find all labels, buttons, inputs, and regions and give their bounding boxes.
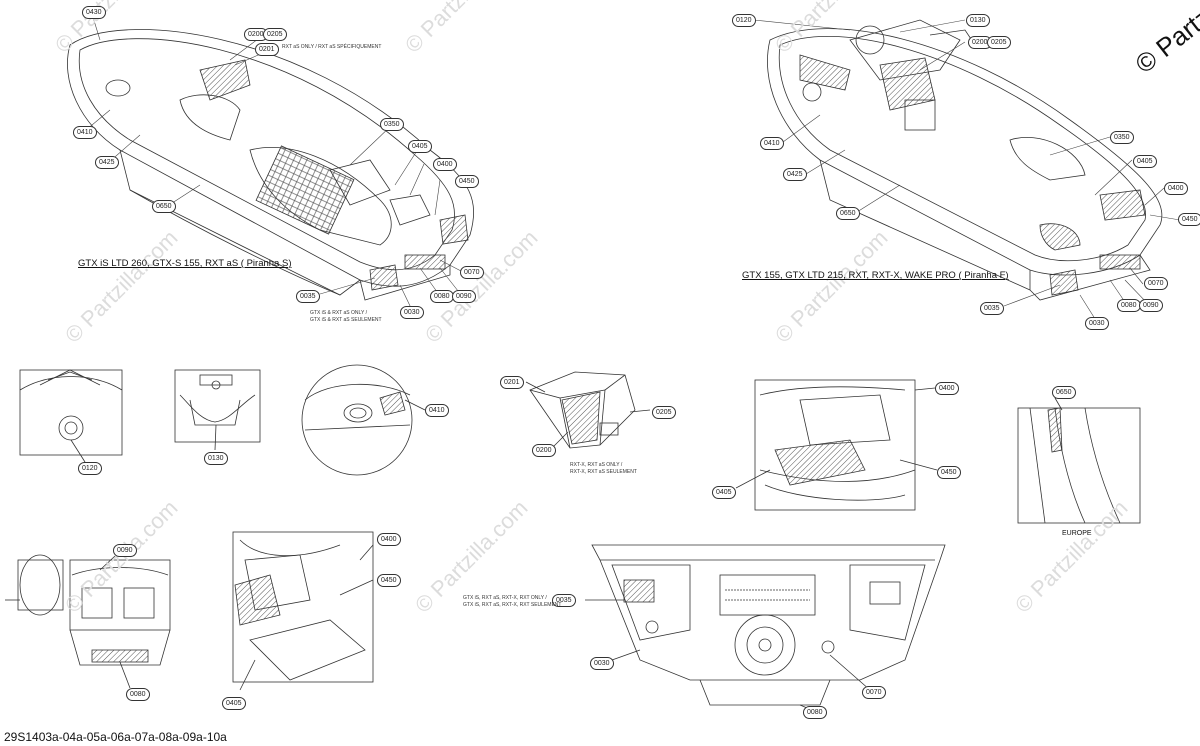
callout-0030[interactable]: 0030 — [1085, 317, 1109, 330]
detail-callout-0650[interactable]: 0650 — [1052, 386, 1076, 399]
hull-right-title: GTX 155, GTX LTD 215, RXT, RXT-X, WAKE P… — [742, 270, 1009, 281]
detail-callout-0450-lower[interactable]: 0450 — [377, 574, 401, 587]
callout-0035[interactable]: 0035 — [980, 302, 1004, 315]
callout-0200[interactable]: 0200 — [244, 28, 268, 41]
callout-0400[interactable]: 0400 — [1164, 182, 1188, 195]
callout-0070[interactable]: 0070 — [460, 266, 484, 279]
callout-0205[interactable]: 0205 — [263, 28, 287, 41]
callout-0400[interactable]: 0400 — [433, 158, 457, 171]
detail-footwell — [232, 531, 374, 691]
callout-0430[interactable]: 0430 — [82, 6, 106, 19]
detail-callout-0090[interactable]: 0090 — [113, 544, 137, 557]
hull-left-note-bottom-1: GTX iS & RXT aS ONLY / — [310, 310, 367, 316]
callout-0425[interactable]: 0425 — [95, 156, 119, 169]
detail-callout-0035[interactable]: 0035 — [552, 594, 576, 607]
callout-0425[interactable]: 0425 — [783, 168, 807, 181]
hull-left-note-bottom-2: GTX iS & RXT aS SEULEMENT — [310, 317, 382, 323]
detail-callout-0201[interactable]: 0201 — [500, 376, 524, 389]
detail-callout-0080-rear[interactable]: 0080 — [803, 706, 827, 719]
detail-callout-0450[interactable]: 0450 — [937, 466, 961, 479]
callout-0080[interactable]: 0080 — [1117, 299, 1141, 312]
callout-0350[interactable]: 0350 — [380, 118, 404, 131]
callout-0030[interactable]: 0030 — [400, 306, 424, 319]
hull-left-note-top: RXT aS ONLY / RXT aS SPÉCIFIQUEMENT — [282, 44, 382, 50]
detail-0120 — [19, 369, 123, 463]
detail-callout-0080[interactable]: 0080 — [126, 688, 150, 701]
callout-0070[interactable]: 0070 — [1144, 277, 1168, 290]
hull-left-title: GTX iS LTD 260, GTX-S 155, RXT aS ( Pira… — [78, 258, 292, 269]
europe-label: EUROPE — [1062, 530, 1092, 537]
callout-0350[interactable]: 0350 — [1110, 131, 1134, 144]
detail-callout-0405[interactable]: 0405 — [712, 486, 736, 499]
rear-note-1: GTX iS, RXT aS, RXT-X, RXT ONLY / — [463, 595, 547, 601]
rear-note-2: GTX iS, RXT aS, RXT-X, RXT SEULEMENT — [463, 602, 562, 608]
callout-0450[interactable]: 0450 — [1178, 213, 1200, 226]
hull-left-drawing — [67, 29, 474, 301]
detail-0130 — [174, 369, 261, 451]
callout-0205[interactable]: 0205 — [987, 36, 1011, 49]
hull-right-leaders — [753, 19, 1181, 323]
footer-code: 29S1403a-04a-05a-06a-07a-08a-09a-10a — [4, 730, 227, 744]
callout-0405[interactable]: 0405 — [408, 140, 432, 153]
callout-0080[interactable]: 0080 — [430, 290, 454, 303]
detail-callout-0400-lower[interactable]: 0400 — [377, 533, 401, 546]
callout-0090[interactable]: 0090 — [452, 290, 476, 303]
detail-callout-0400[interactable]: 0400 — [935, 382, 959, 395]
detail-callout-0405-lower[interactable]: 0405 — [222, 697, 246, 710]
callout-0201[interactable]: 0201 — [255, 43, 279, 56]
detail-europe — [1017, 397, 1141, 524]
callout-0450[interactable]: 0450 — [455, 175, 479, 188]
detail-rear — [585, 544, 946, 711]
callout-0650[interactable]: 0650 — [152, 200, 176, 213]
detail-callout-0200[interactable]: 0200 — [532, 444, 556, 457]
callout-0410[interactable]: 0410 — [73, 126, 97, 139]
glovebox-note-1: RXT-X, RXT aS ONLY / — [570, 462, 623, 468]
glovebox-note-2: RXT-X, RXT aS SEULEMENT — [570, 469, 637, 475]
callout-0090[interactable]: 0090 — [1139, 299, 1163, 312]
detail-callout-0205[interactable]: 0205 — [652, 406, 676, 419]
detail-callout-0070[interactable]: 0070 — [862, 686, 886, 699]
detail-callout-0130[interactable]: 0130 — [204, 452, 228, 465]
detail-glovebox — [525, 371, 651, 449]
detail-callout-0030[interactable]: 0030 — [590, 657, 614, 670]
detail-storage — [735, 379, 938, 511]
detail-pump — [5, 554, 171, 689]
callout-0650[interactable]: 0650 — [836, 207, 860, 220]
detail-callout-0120[interactable]: 0120 — [78, 462, 102, 475]
hull-right-drawing — [767, 19, 1163, 301]
callout-0405[interactable]: 0405 — [1133, 155, 1157, 168]
detail-0410 — [301, 364, 426, 476]
callout-0035[interactable]: 0035 — [296, 290, 320, 303]
callout-0130[interactable]: 0130 — [966, 14, 990, 27]
callout-0410[interactable]: 0410 — [760, 137, 784, 150]
detail-callout-0410[interactable]: 0410 — [425, 404, 449, 417]
callout-0120[interactable]: 0120 — [732, 14, 756, 27]
